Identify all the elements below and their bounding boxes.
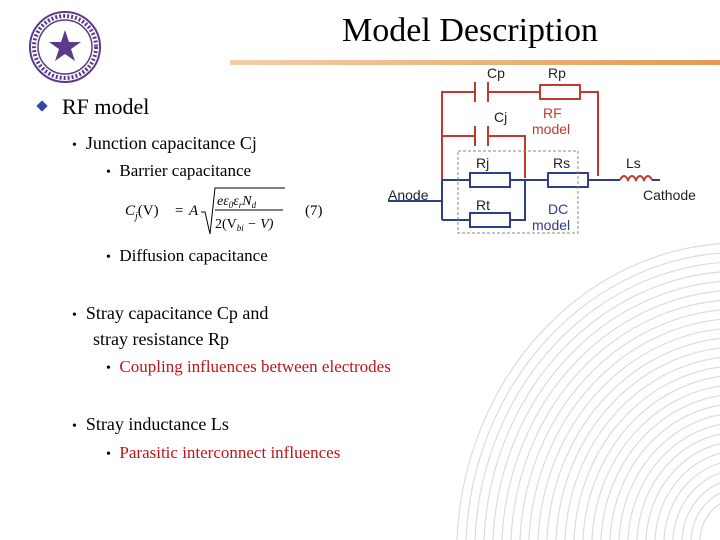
decorative-curve bbox=[681, 482, 720, 540]
svg-text:Cathode: Cathode bbox=[643, 187, 696, 203]
decorative-curve bbox=[555, 347, 720, 540]
bullet-text: Coupling influences between electrodes bbox=[119, 357, 391, 376]
svg-text:(7): (7) bbox=[305, 203, 323, 219]
decorative-curve bbox=[645, 443, 720, 540]
decorative-curve bbox=[591, 385, 720, 540]
decorative-curve bbox=[609, 404, 720, 540]
decorative-curves bbox=[456, 243, 720, 540]
decorative-curve bbox=[627, 423, 720, 540]
svg-text:model: model bbox=[532, 121, 570, 137]
dot-bullet-icon: • bbox=[106, 361, 111, 376]
svg-text:Rt: Rt bbox=[476, 197, 490, 213]
diode-equivalent-circuit: Cp Rp Cj RF model Rj Rs Ls Anode Cathode… bbox=[388, 65, 696, 234]
decorative-curve bbox=[546, 337, 720, 540]
dot-bullet-icon: • bbox=[72, 138, 77, 153]
svg-text:eε0εrNd: eε0εrNd bbox=[217, 194, 257, 210]
decorative-curve bbox=[528, 318, 720, 540]
decorative-curve bbox=[573, 366, 720, 540]
decorative-curve bbox=[465, 252, 720, 540]
bullet-text: Stray inductance Ls bbox=[85, 414, 229, 434]
decorative-curve bbox=[519, 309, 720, 540]
svg-text:2(Vbi − V): 2(Vbi − V) bbox=[215, 217, 274, 233]
decorative-curve bbox=[501, 290, 720, 540]
svg-text:Ls: Ls bbox=[626, 155, 641, 171]
barrier-capacitance-equation: Cj(V) = A eε0εrNd 2(Vbi − V) (7) bbox=[125, 187, 323, 235]
decorative-curve bbox=[474, 262, 720, 540]
svg-text:DC: DC bbox=[548, 201, 568, 217]
decorative-curve bbox=[492, 280, 720, 540]
dot-bullet-icon: • bbox=[106, 447, 111, 462]
svg-text:Cp: Cp bbox=[487, 65, 505, 81]
decorative-curve bbox=[564, 356, 720, 540]
svg-text:RF: RF bbox=[543, 105, 562, 121]
decorative-curve bbox=[510, 299, 720, 540]
svg-text:A: A bbox=[188, 203, 199, 219]
decorative-curve bbox=[483, 271, 720, 540]
svg-text:Rs: Rs bbox=[553, 155, 570, 171]
section-heading: RF model bbox=[62, 94, 150, 119]
decorative-curve bbox=[537, 328, 720, 540]
svg-text:Anode: Anode bbox=[388, 187, 429, 203]
bullet-text: Parasitic interconnect influences bbox=[119, 443, 341, 462]
slide-title: Model Description bbox=[342, 12, 598, 49]
dot-bullet-icon: • bbox=[106, 250, 111, 265]
svg-text:=: = bbox=[175, 203, 183, 219]
decorative-curve bbox=[663, 462, 720, 540]
decorative-curve bbox=[600, 395, 720, 540]
decorative-curve bbox=[699, 503, 720, 540]
title-underline bbox=[230, 60, 720, 65]
decorative-curve bbox=[618, 414, 720, 540]
bullet-item: • Stray inductance Ls bbox=[72, 414, 229, 435]
decorative-curve bbox=[690, 492, 720, 540]
university-seal-icon bbox=[29, 11, 101, 83]
diamond-bullet-icon bbox=[36, 100, 48, 112]
svg-text:Rj: Rj bbox=[476, 155, 489, 171]
dot-bullet-icon: • bbox=[72, 308, 77, 323]
decorative-curve bbox=[654, 452, 720, 540]
decorative-curve bbox=[582, 375, 720, 540]
bullet-text: Diffusion capacitance bbox=[119, 246, 268, 265]
sub-bullet-item: • Barrier capacitance bbox=[106, 161, 251, 181]
bullet-text: Barrier capacitance bbox=[119, 161, 252, 180]
sub-bullet-item: • Parasitic interconnect influences bbox=[106, 443, 340, 463]
bullet-item: • Stray capacitance Cp and bbox=[72, 303, 268, 324]
dot-bullet-icon: • bbox=[72, 419, 77, 434]
sub-bullet-item: • Coupling influences between electrodes bbox=[106, 357, 391, 377]
sub-bullet-item: • Diffusion capacitance bbox=[106, 246, 268, 266]
svg-text:model: model bbox=[532, 217, 570, 233]
bullet-text: Junction capacitance Cj bbox=[85, 133, 257, 153]
dot-bullet-icon: • bbox=[106, 165, 111, 180]
decorative-curve bbox=[636, 433, 720, 540]
svg-text:Cj: Cj bbox=[494, 109, 507, 125]
svg-text:Cj(V): Cj(V) bbox=[125, 203, 159, 222]
bullet-text: Stray capacitance Cp and bbox=[85, 303, 269, 323]
bullet-item: • Junction capacitance Cj bbox=[72, 133, 257, 154]
decorative-curve bbox=[456, 243, 720, 540]
svg-text:Rp: Rp bbox=[548, 65, 566, 81]
decorative-curve bbox=[672, 472, 720, 540]
bullet-continuation: stray resistance Rp bbox=[93, 329, 229, 349]
